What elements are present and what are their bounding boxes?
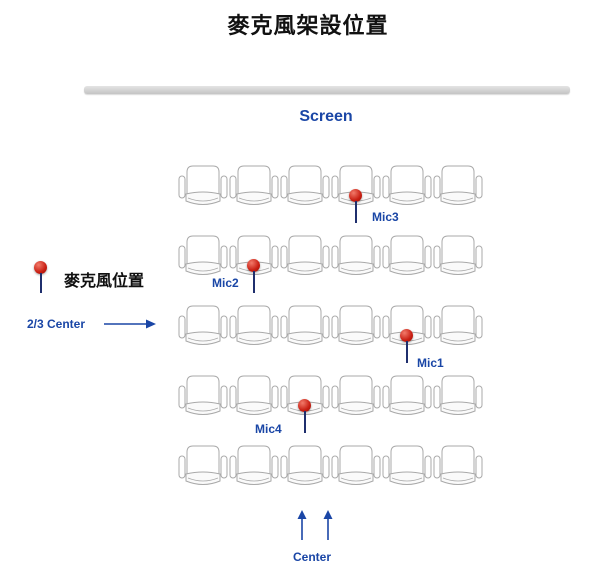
seat [433,374,483,416]
seat [331,444,381,486]
microphone-label: Mic4 [255,422,282,436]
screen-label: Screen [299,108,353,125]
seat [229,164,279,206]
seat [382,444,432,486]
projection-screen [84,86,570,94]
seat [178,164,228,206]
seat [433,444,483,486]
seat [331,374,381,416]
seat [280,444,330,486]
seat [382,374,432,416]
microphone-label: Mic2 [212,276,239,290]
microphone-marker [349,189,363,223]
microphone-marker [247,259,261,293]
seat [331,304,381,346]
up-arrows-icon [297,510,333,540]
seat [280,374,330,416]
seat [178,234,228,276]
microphone-marker [400,329,414,363]
seat [178,374,228,416]
seat [382,234,432,276]
seat [229,304,279,346]
right-arrow-icon [104,319,156,329]
seat [178,304,228,346]
seat [229,374,279,416]
microphone-marker [298,399,312,433]
microphone-label: Mic1 [417,356,444,370]
seat [433,304,483,346]
seat [433,234,483,276]
seat [280,234,330,276]
legend-label: 麥克風位置 [64,271,145,290]
seat [331,234,381,276]
seat [178,444,228,486]
seat [382,164,432,206]
diagram-title: 麥克風架設位置 [227,14,389,39]
center-label: Center [293,550,332,564]
seat [280,164,330,206]
seat [433,164,483,206]
seat [229,444,279,486]
seat [280,304,330,346]
microphone-label: Mic3 [372,210,399,224]
two-thirds-center-label: 2/3 Center [27,317,86,331]
microphone-marker-icon [34,261,48,293]
